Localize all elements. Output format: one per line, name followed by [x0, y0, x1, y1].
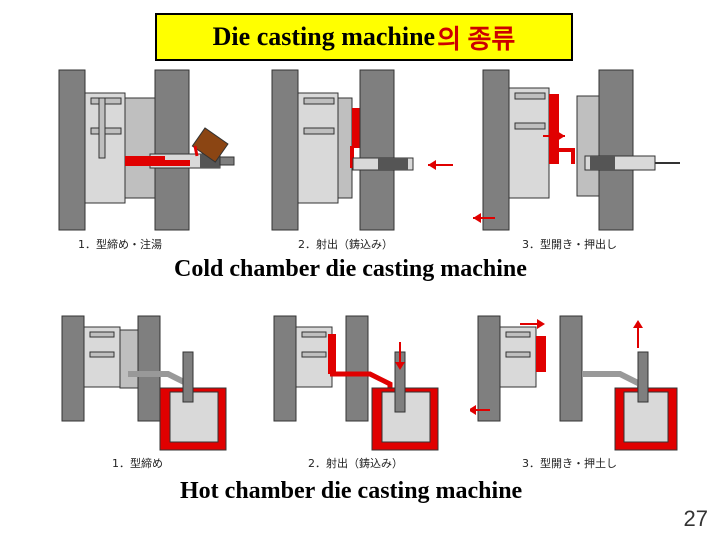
cold-panel-1	[58, 69, 235, 231]
cold-caption: Cold chamber die casting machine	[174, 256, 527, 282]
title-main: Die casting machine	[212, 22, 436, 51]
hot-step-1-label: 1．型締め	[112, 457, 163, 470]
hot-step-3-label: 3．型開き・押土し	[522, 457, 617, 470]
cold-panel-3	[473, 69, 680, 231]
hot-caption: Hot chamber die casting machine	[180, 478, 523, 504]
cold-step-3-label: 3．型開き・押出し	[522, 238, 617, 251]
hot-step-2-label: 2．射出（鋳込み）	[308, 457, 403, 470]
title-korean: 의 종류	[437, 24, 516, 54]
hot-panel-2	[273, 315, 439, 451]
cold-step-1-label: 1．型締め・注湯	[78, 238, 162, 251]
cold-step-2-label: 2．射出（鋳込み）	[298, 238, 393, 251]
page-number: 27	[683, 506, 708, 531]
hot-panel-1	[61, 315, 227, 451]
hot-panel-3	[470, 315, 678, 451]
cold-panel-2	[271, 69, 453, 231]
